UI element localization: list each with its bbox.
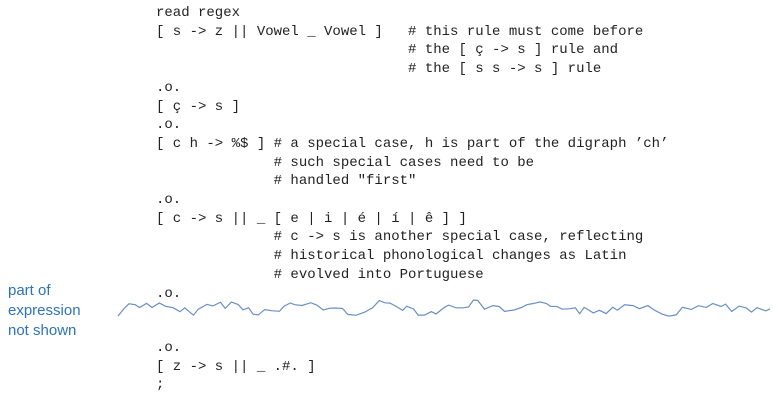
code-line-9: # such special cases need to be <box>156 154 535 171</box>
code-line-15: # evolved into Portuguese <box>156 266 484 283</box>
code-line-11: .o. <box>156 192 182 208</box>
code-line-5: .o. <box>156 79 182 96</box>
code-tail-line-3: ; <box>156 377 165 394</box>
code-line-1: read regex <box>156 5 241 21</box>
code-line-6: [ ç -> s ] <box>156 98 241 115</box>
code-line-2: [ s -> z || Vowel _ Vowel ] # this rule … <box>156 23 644 40</box>
code-tail-line-2: [ z -> s || _ .#. ] <box>156 358 316 375</box>
code-line-14: # historical phonological changes as Lat… <box>156 248 627 265</box>
code-line-16: .o. <box>156 285 182 302</box>
code-line-8: [ c h -> %$ ] # a special case, h is par… <box>156 135 669 152</box>
code-tail-line-1: .o. <box>156 340 182 356</box>
code-line-13: # c -> s is another special case, reflec… <box>156 229 644 246</box>
code-line-12: [ c -> s || _ [ e | i | é | í | ê ] ] <box>156 210 467 227</box>
code-line-10: # handled "first" <box>156 173 417 190</box>
omitted-section-note: part of expression not shown <box>8 282 81 339</box>
code-line-7: .o. <box>156 117 182 134</box>
code-line-3: # the [ ç -> s ] rule and <box>156 42 619 59</box>
code-line-4: # the [ s s -> s ] rule <box>156 61 602 78</box>
